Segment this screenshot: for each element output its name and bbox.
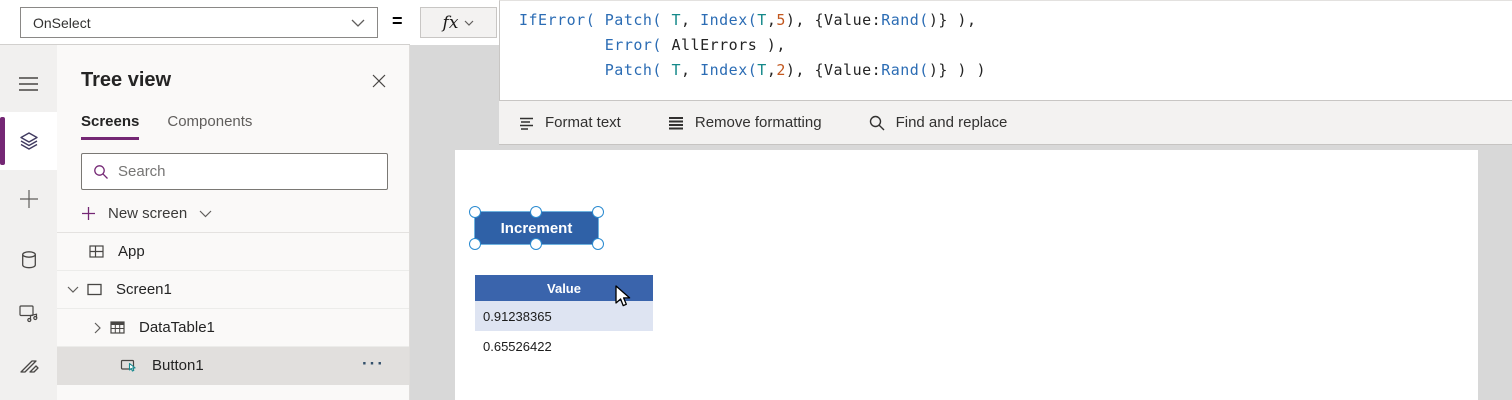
new-screen-label: New screen bbox=[108, 205, 188, 222]
data-nav-button[interactable] bbox=[0, 238, 57, 282]
hamburger-menu-button[interactable] bbox=[0, 62, 57, 106]
find-and-replace-button[interactable]: Find and replace bbox=[868, 114, 1008, 132]
chevron-down-icon bbox=[351, 19, 365, 27]
media-icon bbox=[18, 302, 40, 324]
chevron-down-icon[interactable] bbox=[67, 286, 79, 294]
divider bbox=[0, 44, 410, 45]
search-icon bbox=[868, 114, 886, 132]
chevron-down-icon bbox=[464, 20, 474, 26]
format-text-icon bbox=[517, 114, 535, 132]
tree-view-tabs: Screens Components bbox=[81, 113, 252, 140]
formula-code[interactable]: IfError( Patch( T, Index(T,5), {Value:Ra… bbox=[519, 11, 987, 79]
equals-sign: = bbox=[392, 11, 403, 31]
power-automate-nav-button[interactable] bbox=[0, 345, 57, 389]
close-panel-button[interactable] bbox=[371, 73, 387, 89]
property-bar: OnSelect = fx bbox=[0, 0, 500, 45]
media-nav-button[interactable] bbox=[0, 291, 57, 335]
tree-item-label: Screen1 bbox=[116, 281, 172, 298]
selected-nav-accent bbox=[0, 117, 5, 165]
tree-item-label: Button1 bbox=[152, 357, 204, 374]
format-text-button[interactable]: Format text bbox=[517, 114, 621, 132]
tree-view-panel: Tree view Screens Components New screen bbox=[57, 45, 410, 400]
hamburger-menu-icon bbox=[18, 75, 39, 93]
search-input[interactable] bbox=[118, 163, 376, 180]
resize-handle-bottom-left[interactable] bbox=[469, 238, 481, 250]
database-icon bbox=[18, 249, 40, 271]
panel-title: Tree view bbox=[81, 69, 172, 91]
data-table-control[interactable]: Value 0.91238365 0.65526422 bbox=[475, 275, 653, 361]
screen-icon bbox=[86, 281, 103, 298]
resize-handle-top-left[interactable] bbox=[469, 206, 481, 218]
remove-formatting-icon bbox=[667, 114, 685, 132]
divider bbox=[57, 232, 409, 233]
tree-item-screen1[interactable]: Screen1 bbox=[57, 271, 409, 309]
tree-view-nav-button[interactable] bbox=[0, 112, 57, 170]
resize-handle-bottom-middle[interactable] bbox=[530, 238, 542, 250]
resize-handle-top-middle[interactable] bbox=[530, 206, 542, 218]
format-text-label: Format text bbox=[545, 114, 621, 131]
chevron-down-icon bbox=[199, 210, 212, 218]
insert-nav-button[interactable] bbox=[0, 177, 57, 221]
plus-icon bbox=[81, 206, 96, 221]
fx-dropdown-button[interactable]: fx bbox=[420, 7, 497, 38]
chevron-right-icon[interactable] bbox=[94, 322, 102, 334]
tree-item-label: DataTable1 bbox=[139, 319, 215, 336]
remove-formatting-label: Remove formatting bbox=[694, 114, 822, 131]
tree-item-app[interactable]: App bbox=[57, 233, 409, 271]
tab-screens[interactable]: Screens bbox=[81, 113, 140, 140]
fx-icon: fx bbox=[442, 12, 459, 33]
tree-view-layers-icon bbox=[17, 129, 41, 153]
property-selector-value: OnSelect bbox=[33, 14, 91, 31]
new-screen-button[interactable]: New screen bbox=[81, 201, 212, 226]
search-icon bbox=[93, 164, 109, 180]
tree-item-button1[interactable]: Button1 ··· bbox=[57, 347, 409, 385]
left-nav-rail bbox=[0, 45, 57, 400]
table-row[interactable]: 0.65526422 bbox=[475, 331, 653, 361]
remove-formatting-button[interactable]: Remove formatting bbox=[667, 114, 822, 132]
formula-bar[interactable]: IfError( Patch( T, Index(T,5), {Value:Ra… bbox=[499, 0, 1512, 101]
tree-item-label: App bbox=[118, 243, 145, 260]
plus-icon bbox=[19, 189, 39, 209]
power-automate-icon bbox=[18, 356, 40, 378]
tree-item-datatable1[interactable]: DataTable1 bbox=[57, 309, 409, 347]
canvas-background: Increment Value 0.91238365 0.65526422 bbox=[410, 45, 1512, 400]
tab-components[interactable]: Components bbox=[167, 113, 253, 130]
data-table-icon bbox=[109, 319, 126, 336]
item-options-ellipsis[interactable]: ··· bbox=[362, 354, 385, 373]
tree-search-box[interactable] bbox=[81, 153, 388, 190]
app-canvas[interactable]: Increment Value 0.91238365 0.65526422 bbox=[455, 150, 1478, 400]
mouse-cursor-icon bbox=[615, 285, 633, 314]
table-row[interactable]: 0.91238365 bbox=[475, 301, 653, 331]
resize-handle-bottom-right[interactable] bbox=[592, 238, 604, 250]
app-icon bbox=[88, 243, 105, 260]
resize-handle-top-right[interactable] bbox=[592, 206, 604, 218]
button-control-icon bbox=[120, 357, 139, 375]
formula-toolbar: Format text Remove formatting Find and r… bbox=[499, 101, 1512, 145]
property-selector-dropdown[interactable]: OnSelect bbox=[20, 7, 378, 38]
find-and-replace-label: Find and replace bbox=[895, 114, 1008, 131]
